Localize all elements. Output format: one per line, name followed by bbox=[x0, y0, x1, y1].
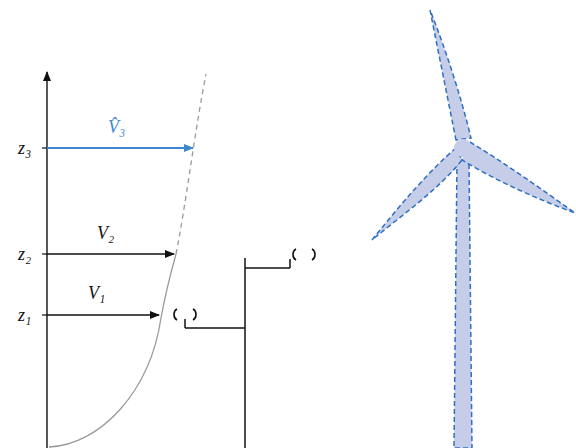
tick bbox=[42, 314, 47, 315]
extrapolated-profile bbox=[176, 74, 206, 254]
velocity-label: V̂₃ bbox=[108, 118, 125, 136]
height-label: z₂ bbox=[18, 245, 31, 263]
velocity-label: V₁ bbox=[88, 284, 105, 302]
velocity-arrow bbox=[47, 253, 174, 254]
height-axis bbox=[46, 72, 47, 448]
velocity-arrow bbox=[47, 314, 159, 315]
met-mast bbox=[185, 258, 290, 448]
velocity-label: V₂ bbox=[97, 224, 114, 242]
tick bbox=[42, 147, 47, 148]
wind-profile-curve bbox=[49, 254, 176, 447]
wind-turbine bbox=[372, 10, 575, 448]
height-label: z₃ bbox=[18, 139, 31, 157]
tick bbox=[42, 253, 47, 254]
velocity-arrow bbox=[47, 147, 193, 149]
anemometer-cups bbox=[174, 249, 315, 320]
height-label: z₁ bbox=[18, 306, 31, 324]
